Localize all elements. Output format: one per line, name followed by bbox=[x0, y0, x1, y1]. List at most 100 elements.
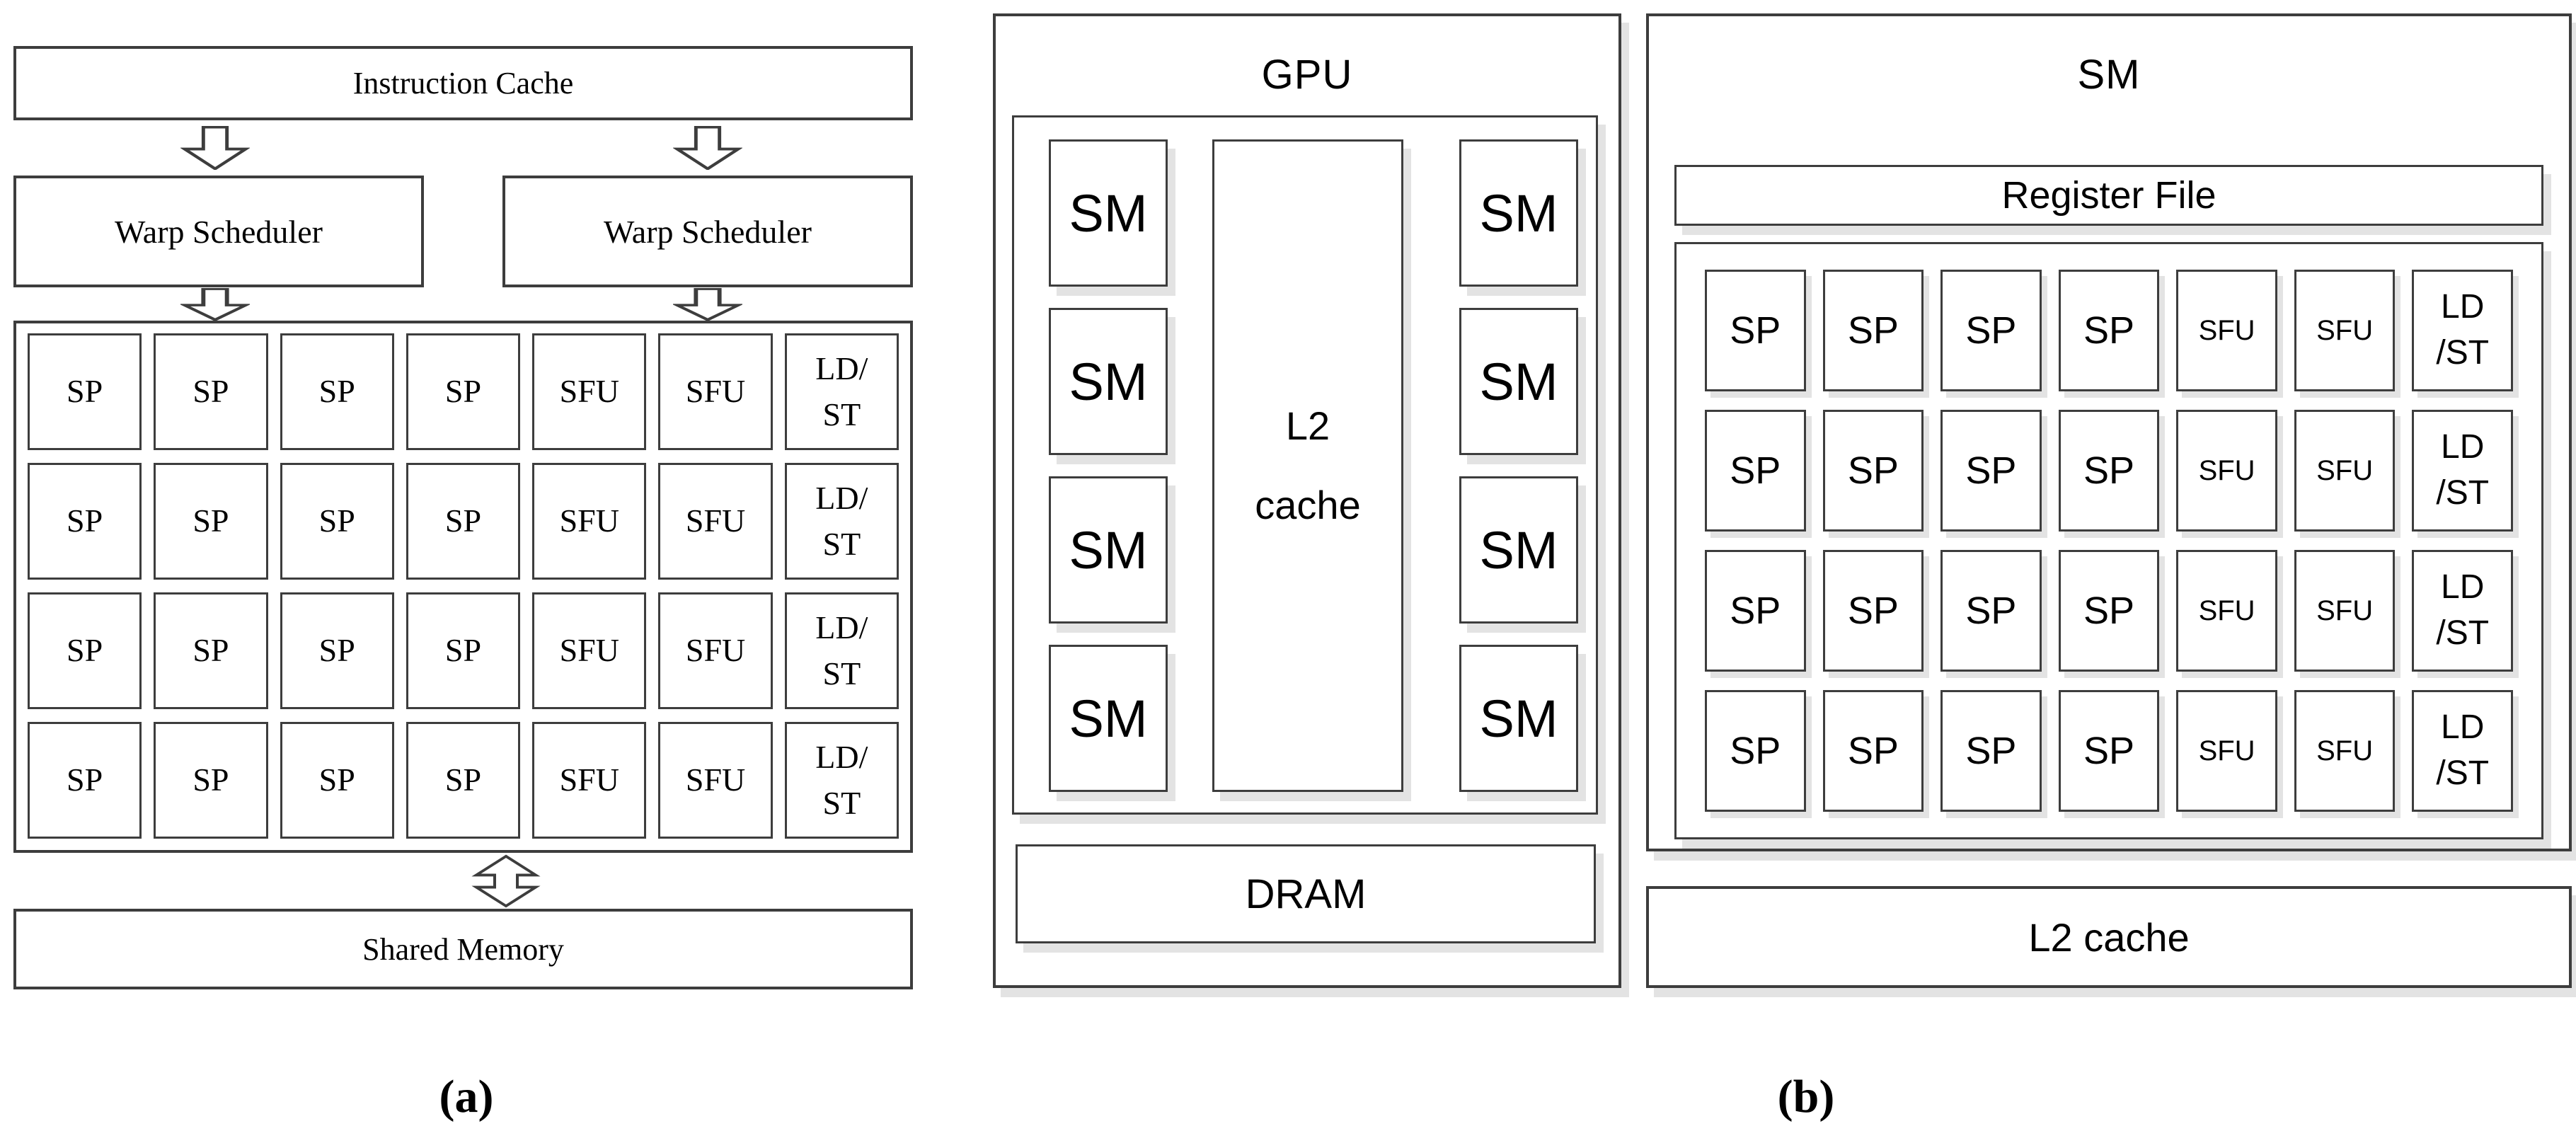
cell-sp: SP bbox=[154, 722, 268, 839]
cell-sp: SP bbox=[1940, 550, 2042, 672]
cell-sp: SP bbox=[1705, 270, 1806, 391]
cell-sp: SP bbox=[1822, 690, 1924, 812]
cell-line: SP bbox=[1847, 589, 1899, 632]
cell-sp: SP bbox=[1822, 270, 1924, 391]
down-arrow-icon bbox=[180, 288, 250, 321]
cell-line: SP bbox=[444, 632, 482, 669]
cell-line: SFU bbox=[2316, 735, 2374, 766]
cell-ldst: LD/ST bbox=[2412, 690, 2513, 812]
cell-ldst: LD/ST bbox=[784, 592, 899, 709]
cell-line: SP bbox=[67, 762, 103, 798]
cell-sfu: SFU bbox=[532, 592, 647, 709]
cell-line: /ST bbox=[2436, 474, 2490, 512]
gpu-sm-box: SM bbox=[1459, 645, 1578, 792]
core-grid-b: SP SP SP SP SFU SFU LD/ST SP SP SP SP SF… bbox=[1674, 242, 2543, 839]
cell-sp: SP bbox=[406, 722, 521, 839]
cell-sp: SP bbox=[406, 592, 521, 709]
cell-sp: SP bbox=[280, 333, 394, 450]
cell-sfu: SFU bbox=[2176, 550, 2277, 672]
cell-sfu: SFU bbox=[658, 722, 773, 839]
cell-sfu: SFU bbox=[658, 463, 773, 580]
cell-ldst: LD/ST bbox=[784, 463, 899, 580]
cell-line: SFU bbox=[559, 502, 619, 539]
cell-line: SFU bbox=[559, 762, 619, 798]
cell-line: SP bbox=[1730, 589, 1781, 632]
cell-sfu: SFU bbox=[2294, 270, 2396, 391]
cell-line: SFU bbox=[685, 502, 746, 539]
cell-line: SP bbox=[192, 502, 229, 539]
cell-sp: SP bbox=[2058, 270, 2160, 391]
double-arrow-icon bbox=[471, 854, 541, 908]
cell-sp: SP bbox=[1705, 690, 1806, 812]
cell-line: SFU bbox=[685, 373, 746, 410]
cell-ldst: LD/ST bbox=[784, 722, 899, 839]
cell-line: SP bbox=[192, 373, 229, 410]
cell-line: SFU bbox=[559, 632, 619, 669]
dram-label: DRAM bbox=[1245, 871, 1367, 917]
cell-line: SP bbox=[1965, 309, 2017, 352]
sm-label: SM bbox=[1069, 352, 1148, 411]
gpu-sm-box: SM bbox=[1049, 139, 1168, 287]
register-file-box: Register File bbox=[1674, 165, 2543, 226]
cell-sp: SP bbox=[280, 463, 394, 580]
cell-line: SP bbox=[2083, 729, 2135, 772]
l2-cache-bar: L2 cache bbox=[1646, 886, 2572, 988]
caption-b-text: (b) bbox=[1777, 1071, 1835, 1122]
cell-sfu: SFU bbox=[2294, 550, 2396, 672]
caption-a-text: (a) bbox=[439, 1071, 494, 1122]
cell-sp: SP bbox=[1940, 410, 2042, 532]
cell-line: SFU bbox=[2316, 595, 2374, 626]
cell-line: SP bbox=[1730, 449, 1781, 492]
warp-scheduler-label: Warp Scheduler bbox=[604, 213, 812, 250]
down-arrow-icon bbox=[673, 288, 742, 321]
cell-ldst: LD/ST bbox=[2412, 270, 2513, 391]
cell-line: LD/ bbox=[815, 350, 868, 387]
cell-sp: SP bbox=[28, 722, 142, 839]
cell-line: SP bbox=[444, 502, 482, 539]
l2-line: L2 bbox=[1285, 403, 1330, 448]
cell-sp: SP bbox=[1705, 550, 1806, 672]
sm-label: SM bbox=[1479, 520, 1558, 580]
cell-ldst: LD/ST bbox=[2412, 410, 2513, 532]
cell-sp: SP bbox=[406, 333, 521, 450]
cell-line: ST bbox=[822, 655, 861, 691]
cell-sp: SP bbox=[1822, 410, 1924, 532]
cell-line: SP bbox=[1965, 729, 2017, 772]
sm-label: SM bbox=[1069, 520, 1148, 580]
cell-sfu: SFU bbox=[2176, 690, 2277, 812]
sm-label: SM bbox=[1069, 689, 1148, 748]
warp-scheduler-left-box: Warp Scheduler bbox=[13, 176, 424, 287]
cell-line: SFU bbox=[2198, 315, 2255, 346]
cell-sp: SP bbox=[280, 592, 394, 709]
cell-line: /ST bbox=[2436, 614, 2490, 652]
shared-memory-label: Shared Memory bbox=[362, 931, 564, 967]
cell-line: SP bbox=[2083, 309, 2135, 352]
cell-sfu: SFU bbox=[658, 333, 773, 450]
cell-line: SP bbox=[1965, 589, 2017, 632]
cell-sp: SP bbox=[1822, 550, 1924, 672]
warp-scheduler-label: Warp Scheduler bbox=[115, 213, 323, 250]
cell-ldst: LD/ST bbox=[2412, 550, 2513, 672]
cell-line: SFU bbox=[685, 762, 746, 798]
gpu-sm-box: SM bbox=[1459, 308, 1578, 455]
gpu-sm-box: SM bbox=[1049, 645, 1168, 792]
gpu-sm-box: SM bbox=[1459, 476, 1578, 624]
cell-line: SFU bbox=[2198, 595, 2255, 626]
shared-memory-box: Shared Memory bbox=[13, 909, 913, 989]
cell-line: SP bbox=[318, 502, 355, 539]
cell-line: LD/ bbox=[815, 739, 868, 776]
cell-line: SP bbox=[1730, 729, 1781, 772]
cell-line: SP bbox=[444, 762, 482, 798]
cell-line: SP bbox=[67, 373, 103, 410]
cell-line: /ST bbox=[2436, 334, 2490, 372]
cell-line: SFU bbox=[559, 373, 619, 410]
down-arrow-icon bbox=[673, 126, 742, 170]
cell-sp: SP bbox=[2058, 690, 2160, 812]
cell-sp: SP bbox=[154, 333, 268, 450]
cell-sfu: SFU bbox=[532, 463, 647, 580]
sm-label: SM bbox=[1479, 689, 1558, 748]
cell-line: SP bbox=[2083, 449, 2135, 492]
cell-ldst: LD/ST bbox=[784, 333, 899, 450]
cell-sp: SP bbox=[280, 722, 394, 839]
cell-sp: SP bbox=[406, 463, 521, 580]
